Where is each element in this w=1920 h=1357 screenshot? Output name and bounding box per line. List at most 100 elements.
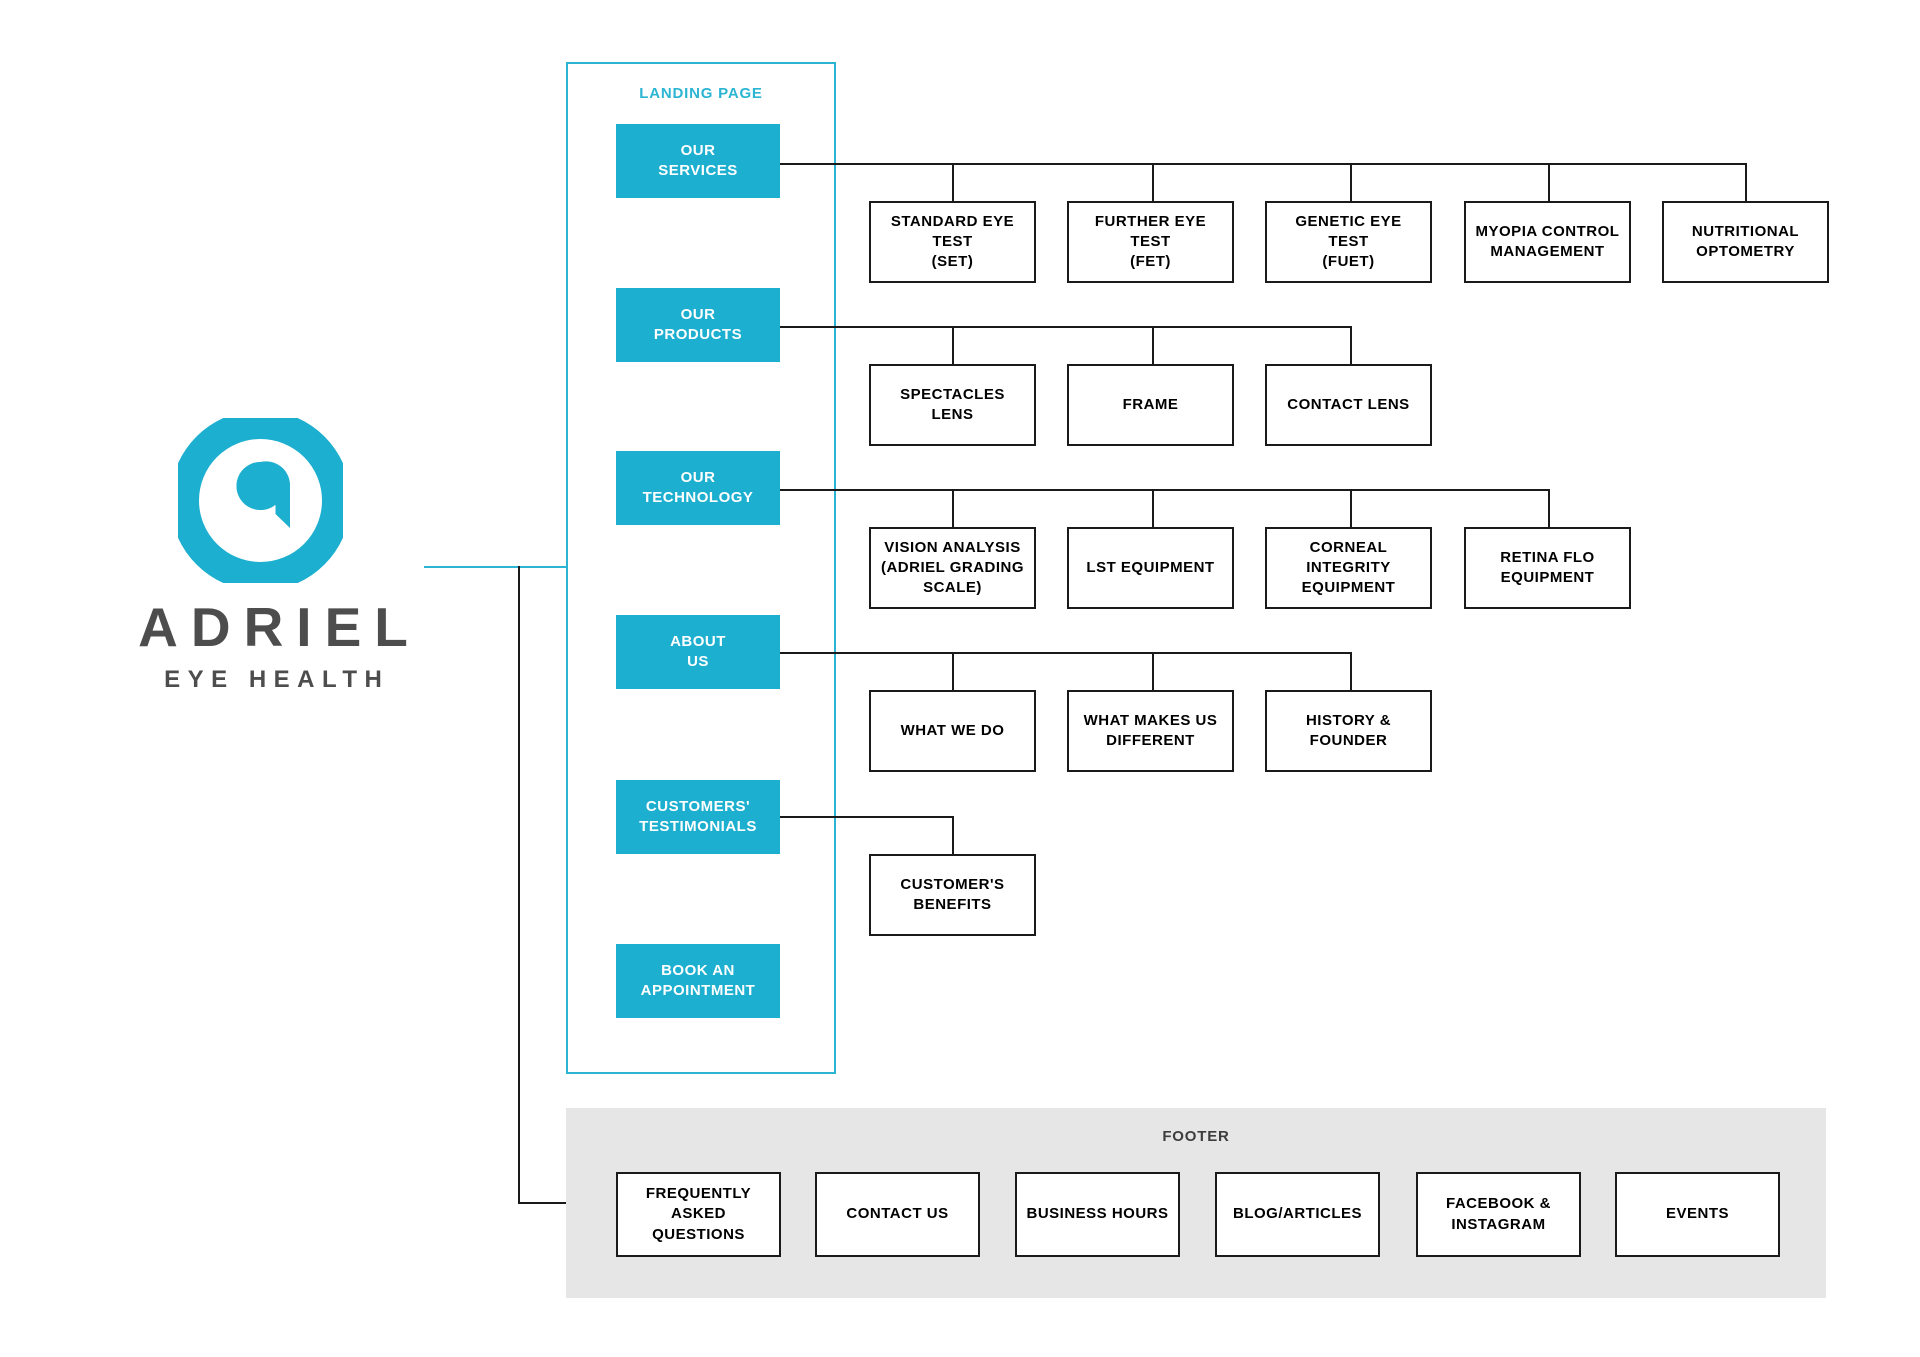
- connector-products-drop-3: [1350, 326, 1352, 365]
- node-contact-lens-label: CONTACT LENS: [1287, 395, 1410, 413]
- node-myopia-control-management[interactable]: MYOPIA CONTROL MANAGEMENT: [1464, 201, 1631, 283]
- footer-item-faq[interactable]: FREQUENTLY ASKED QUESTIONS: [616, 1172, 781, 1257]
- connector-services-drop-2: [1152, 163, 1154, 202]
- section-our-products-line2: PRODUCTS: [653, 326, 743, 343]
- section-our-products-line1: OUR: [680, 305, 716, 323]
- node-customers-benefits[interactable]: CUSTOMER'S BENEFITS: [869, 854, 1036, 936]
- node-standard-eye-test[interactable]: STANDARD EYE TEST (SET): [869, 201, 1036, 283]
- node-genetic-eye-test-line2: (FUET): [1322, 253, 1375, 271]
- connector-products-drop-2: [1152, 326, 1154, 365]
- section-our-services-line2: SERVICES: [658, 162, 738, 179]
- node-frame[interactable]: FRAME: [1067, 364, 1234, 446]
- footer-item-blog-articles[interactable]: BLOG/ARTICLES: [1215, 1172, 1380, 1257]
- node-customers-benefits-line2: BENEFITS: [913, 896, 992, 913]
- connector-technology-drop-2: [1152, 489, 1154, 528]
- section-our-technology-line1: OUR: [680, 468, 716, 486]
- node-lst-equipment-label: LST EQUIPMENT: [1086, 558, 1215, 576]
- section-book-an-appointment-line1: BOOK AN: [661, 961, 735, 979]
- node-nutritional-optometry[interactable]: NUTRITIONAL OPTOMETRY: [1662, 201, 1829, 283]
- footer-item-contact-us-label: CONTACT US: [846, 1205, 949, 1223]
- node-retina-flo-equipment[interactable]: RETINA FLO EQUIPMENT: [1464, 527, 1631, 609]
- node-standard-eye-test-line1: STANDARD EYE TEST: [890, 212, 1015, 250]
- node-customers-benefits-line1: CUSTOMER'S: [900, 875, 1005, 893]
- node-what-makes-us-different-line1: WHAT MAKES US: [1083, 711, 1218, 729]
- footer-item-business-hours[interactable]: BUSINESS HOURS: [1015, 1172, 1180, 1257]
- brand-tagline: EYE HEALTH: [164, 666, 390, 693]
- connector-products-bus: [780, 326, 1352, 328]
- node-further-eye-test[interactable]: FURTHER EYE TEST (FET): [1067, 201, 1234, 283]
- section-book-an-appointment[interactable]: BOOK AN APPOINTMENT: [616, 944, 780, 1018]
- footer-item-blog-articles-label: BLOG/ARTICLES: [1233, 1205, 1362, 1223]
- connector-about-bus: [780, 652, 1352, 654]
- footer-item-business-hours-label: BUSINESS HOURS: [1026, 1205, 1169, 1223]
- section-our-services-line1: OUR: [680, 141, 716, 159]
- section-our-technology[interactable]: OUR TECHNOLOGY: [616, 451, 780, 525]
- node-history-and-founder-line2: FOUNDER: [1309, 732, 1388, 749]
- connector-technology-drop-1: [952, 489, 954, 528]
- node-vision-analysis-line2: (ADRIEL GRADING: [880, 558, 1025, 576]
- node-further-eye-test-line2: (FET): [1130, 253, 1171, 271]
- connector-about-drop-1: [952, 652, 954, 691]
- connector-technology-drop-4: [1548, 489, 1550, 528]
- section-customers-testimonials[interactable]: CUSTOMERS' TESTIMONIALS: [616, 780, 780, 854]
- connector-logo-to-landing: [424, 566, 568, 568]
- node-vision-analysis-line1: VISION ANALYSIS: [884, 538, 1021, 556]
- connector-testimonials-bus: [780, 816, 954, 818]
- footer-item-facebook-instagram-line2: INSTAGRAM: [1451, 1215, 1546, 1233]
- footer-item-events-label: EVENTS: [1665, 1205, 1729, 1223]
- node-what-we-do[interactable]: WHAT WE DO: [869, 690, 1036, 772]
- footer-item-facebook-instagram-line1: FACEBOOK &: [1445, 1195, 1551, 1213]
- section-our-products[interactable]: OUR PRODUCTS: [616, 288, 780, 362]
- footer-item-facebook-instagram[interactable]: FACEBOOK & INSTAGRAM: [1416, 1172, 1581, 1257]
- footer-item-faq-line2: QUESTIONS: [652, 1225, 745, 1243]
- node-retina-flo-equipment-line1: RETINA FLO: [1500, 548, 1595, 566]
- section-about-us-line2: US: [687, 653, 709, 670]
- node-spectacles-lens[interactable]: SPECTACLES LENS: [869, 364, 1036, 446]
- node-nutritional-optometry-line2: OPTOMETRY: [1696, 243, 1795, 260]
- node-nutritional-optometry-line1: NUTRITIONAL: [1691, 222, 1800, 240]
- footer-label: FOOTER: [1162, 1128, 1230, 1145]
- brand-wordmark: ADRIEL: [138, 596, 421, 658]
- connector-trunk-to-footer: [518, 1202, 568, 1204]
- node-corneal-integrity-equipment[interactable]: CORNEAL INTEGRITY EQUIPMENT: [1265, 527, 1432, 609]
- node-contact-lens[interactable]: CONTACT LENS: [1265, 364, 1432, 446]
- node-lst-equipment[interactable]: LST EQUIPMENT: [1067, 527, 1234, 609]
- node-genetic-eye-test[interactable]: GENETIC EYE TEST (FUET): [1265, 201, 1432, 283]
- node-frame-label: FRAME: [1122, 395, 1179, 413]
- node-history-and-founder-line1: HISTORY &: [1305, 711, 1392, 729]
- footer-item-contact-us[interactable]: CONTACT US: [815, 1172, 980, 1257]
- connector-services-drop-4: [1548, 163, 1550, 202]
- node-corneal-integrity-equipment-line1: CORNEAL INTEGRITY: [1306, 538, 1391, 576]
- node-vision-analysis[interactable]: VISION ANALYSIS (ADRIEL GRADING SCALE): [869, 527, 1036, 609]
- connector-services-drop-3: [1350, 163, 1352, 202]
- connector-about-drop-2: [1152, 652, 1154, 691]
- section-customers-testimonials-line1: CUSTOMERS': [645, 797, 751, 815]
- node-spectacles-lens-line1: SPECTACLES: [900, 385, 1005, 403]
- brand-logo-block: ADRIEL EYE HEALTH: [108, 410, 438, 728]
- landing-page-container: [566, 62, 836, 1074]
- connector-products-drop-1: [952, 326, 954, 365]
- section-about-us[interactable]: ABOUT US: [616, 615, 780, 689]
- landing-page-label: LANDING PAGE: [639, 85, 763, 102]
- node-history-and-founder[interactable]: HISTORY & FOUNDER: [1265, 690, 1432, 772]
- footer-item-faq-line1: FREQUENTLY ASKED: [645, 1185, 752, 1223]
- connector-services-drop-5: [1745, 163, 1747, 202]
- node-what-we-do-label: WHAT WE DO: [900, 721, 1005, 739]
- section-about-us-line1: ABOUT: [670, 632, 726, 650]
- footer-item-events[interactable]: EVENTS: [1615, 1172, 1780, 1257]
- node-vision-analysis-line3: SCALE): [923, 579, 982, 597]
- section-our-services[interactable]: OUR SERVICES: [616, 124, 780, 198]
- connector-services-drop-1: [952, 163, 954, 202]
- node-retina-flo-equipment-line2: EQUIPMENT: [1500, 569, 1595, 586]
- section-our-technology-line2: TECHNOLOGY: [642, 489, 754, 506]
- node-what-makes-us-different[interactable]: WHAT MAKES US DIFFERENT: [1067, 690, 1234, 772]
- node-myopia-control-management-line1: MYOPIA CONTROL: [1475, 222, 1620, 240]
- node-myopia-control-management-line2: MANAGEMENT: [1490, 243, 1605, 260]
- node-corneal-integrity-equipment-line2: EQUIPMENT: [1301, 579, 1396, 597]
- section-customers-testimonials-line2: TESTIMONIALS: [639, 818, 757, 835]
- section-book-an-appointment-line2: APPOINTMENT: [640, 982, 756, 999]
- node-standard-eye-test-line2: (SET): [931, 253, 974, 271]
- connector-services-bus: [780, 163, 1747, 165]
- connector-trunk-vertical: [518, 566, 520, 1204]
